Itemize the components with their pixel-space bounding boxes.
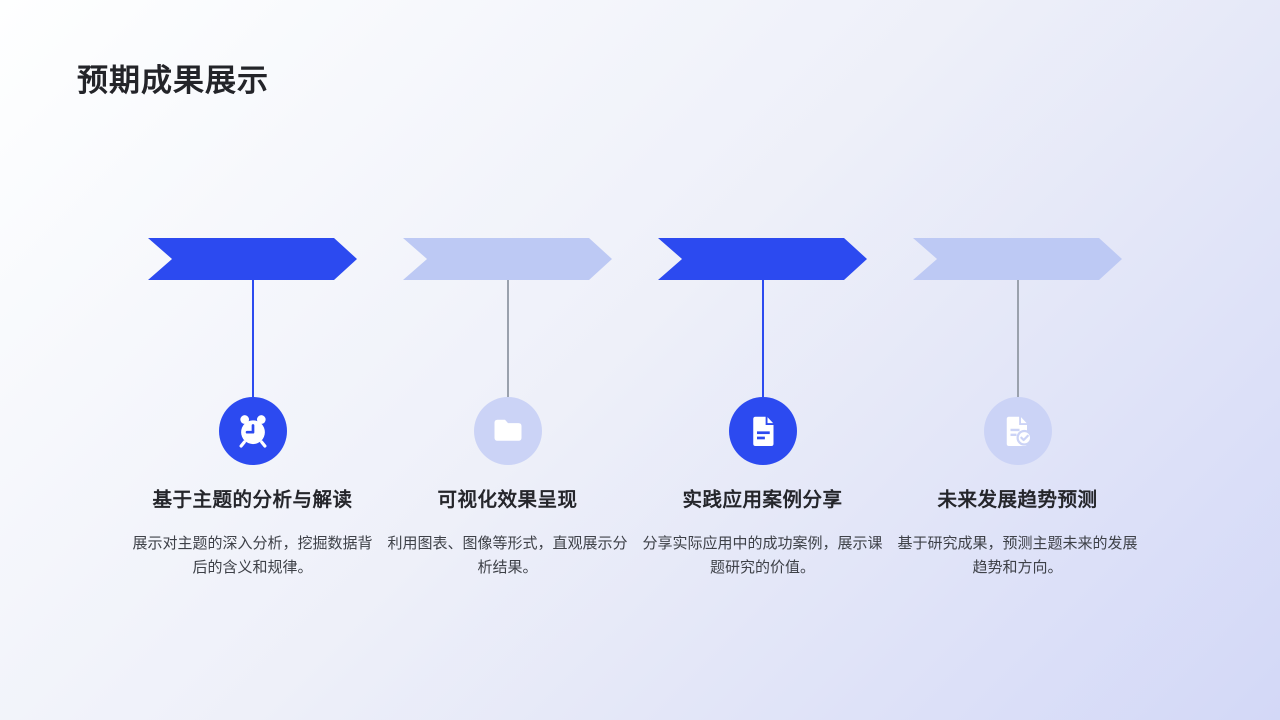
item-description: 利用图表、图像等形式，直观展示分析结果。 [387, 535, 628, 576]
document-icon [752, 416, 773, 446]
connector-line [761, 280, 764, 397]
icon-circle [728, 397, 797, 465]
item-title: 可视化效果呈现 [437, 489, 578, 511]
connector-line [1016, 280, 1019, 397]
page-title: 预期成果展示 [77, 63, 269, 98]
arrow-banner [148, 238, 357, 280]
item-description: 分享实际应用中的成功案例，展示课题研究的价值。 [642, 535, 883, 576]
arrow-banner [658, 238, 867, 280]
folder-icon [494, 419, 521, 441]
connector-line [251, 280, 254, 397]
timeline-item-3: 实践应用案例分享 分享实际应用中的成功案例，展示课题研究的价值。 [635, 238, 890, 580]
timeline-item-2: 可视化效果呈现 利用图表、图像等形式，直观展示分析结果。 [380, 238, 635, 580]
timeline: 基于主题的分析与解读 展示对主题的深入分析，挖掘数据背后的含义和规律。 可视化效… [125, 238, 1145, 580]
icon-circle [473, 397, 542, 465]
arrow-banner [913, 238, 1122, 280]
item-title: 未来发展趋势预测 [937, 489, 1098, 511]
item-description: 基于研究成果，预测主题未来的发展趋势和方向。 [897, 535, 1138, 576]
connector-line [506, 280, 509, 397]
item-description: 展示对主题的深入分析，挖掘数据背后的含义和规律。 [132, 535, 373, 576]
icon-circle [983, 397, 1052, 465]
icon-circle [218, 397, 287, 465]
timeline-item-1: 基于主题的分析与解读 展示对主题的深入分析，挖掘数据背后的含义和规律。 [125, 238, 380, 580]
document-check-icon [1006, 416, 1032, 446]
arrow-banner [403, 238, 612, 280]
alarm-clock-icon [239, 415, 266, 448]
item-title: 基于主题的分析与解读 [152, 489, 353, 511]
timeline-item-4: 未来发展趋势预测 基于研究成果，预测主题未来的发展趋势和方向。 [890, 238, 1145, 580]
item-title: 实践应用案例分享 [682, 489, 843, 511]
